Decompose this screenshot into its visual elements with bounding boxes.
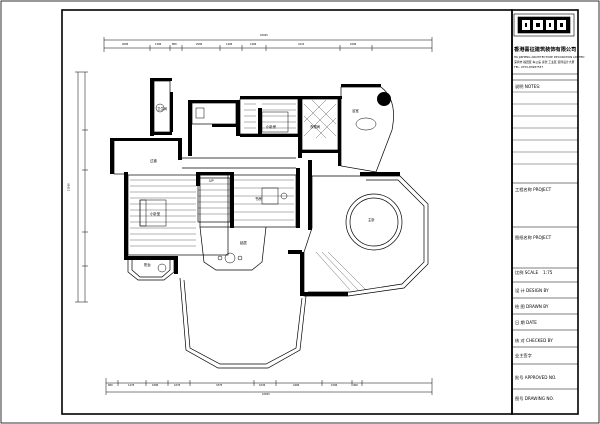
drawn-label: 绘 图 DRAWN BY — [515, 304, 549, 309]
dim-bottom-seg-2: 1470 — [128, 384, 135, 387]
room-label-living: 起居 — [240, 241, 247, 245]
dim-bottom-seg-6: 1030 — [259, 384, 266, 387]
furniture — [139, 103, 377, 273]
dimension-lines — [75, 37, 433, 395]
dim-left-total: 11500 — [67, 183, 71, 192]
room-label-bedroom-b: 小卧房 — [266, 125, 277, 129]
dim-top-seg-1: 2600 — [122, 43, 129, 46]
room-label-master: 主卧 — [368, 218, 375, 222]
dim-bottom-total: 16025 — [262, 393, 270, 396]
drawing-no-label: 图号 DRAWING NO. — [515, 396, 554, 401]
approved-label: 批号 APPROVED NO. — [515, 375, 557, 380]
room-label-bedroom-a: 小卧室 — [150, 212, 161, 216]
dim-bottom-seg-5: 3370 — [216, 384, 223, 387]
dim-top-seg-5: 1400 — [226, 43, 233, 46]
tile-grid — [303, 99, 337, 139]
room-label-closet: 衣帽间 — [310, 125, 321, 129]
basin — [155, 103, 165, 113]
chair-a — [217, 255, 223, 261]
floor-hatching — [130, 103, 367, 291]
company-logo — [513, 13, 575, 37]
room-label-study: 书房 — [255, 197, 262, 201]
date-label: 日 期 DATE — [515, 320, 537, 325]
outline-walls — [113, 80, 429, 369]
dim-bottom-seg-7: 2400 — [293, 384, 300, 387]
owner-sign-label: 业主签字 — [515, 353, 532, 358]
drawing-name-label: 图纸名称 PROJECT — [515, 235, 552, 240]
notes-ruled-lines — [512, 91, 578, 165]
dim-top-seg-3: 800 — [172, 43, 177, 46]
wc — [195, 107, 205, 119]
notes-label: 说明 NOTES: — [515, 84, 541, 89]
company-address: 深圳市 福田区 车公庙 泰然 工业区 装饰设计大厦 — [514, 60, 575, 64]
chair — [280, 192, 288, 200]
dim-bottom-seg-9: 400 — [353, 384, 358, 387]
dim-bottom-seg-1: 600 — [108, 384, 113, 387]
room-label-toilet: 卫生间 — [157, 107, 168, 111]
dim-bottom-seg-3: 1080 — [152, 384, 159, 387]
black-dot — [377, 92, 391, 106]
room-label-stair: UP — [209, 179, 214, 183]
walls — [110, 78, 400, 296]
dim-bottom-seg-4: 1070 — [174, 384, 181, 387]
design-label: 设 计 DESIGN BY — [515, 288, 549, 293]
dim-top-seg-4: 2500 — [196, 43, 203, 46]
company-name-en: HK JIZHENG ARCHITECTURE DECORATION LIMIT… — [514, 55, 585, 59]
scale-label: 比例 SCALE — [515, 270, 539, 275]
checked-label: 核 对 CHECKED BY — [515, 338, 553, 343]
dim-top-seg-8: 1600 — [350, 43, 357, 46]
room-label-bath: 浴室 — [352, 109, 359, 113]
scale-value: 1:75 — [543, 270, 553, 275]
bathtub — [355, 117, 377, 131]
room-label-hall: 过道 — [150, 159, 157, 163]
company-name: 香港喜征建筑装饰有限公司 — [514, 47, 577, 53]
round-table — [224, 252, 236, 264]
dim-top-total: 16025 — [260, 34, 268, 37]
project-label: 工程名称 PROJECT — [515, 187, 552, 192]
room-label-balcony: 阳台 — [144, 263, 151, 267]
title-block-frame — [511, 9, 579, 415]
chair-b — [237, 255, 243, 261]
company-phone: TEL: 0755-83987557 — [514, 65, 544, 69]
title-block-rules — [512, 73, 578, 390]
desk — [261, 187, 279, 205]
dim-top-seg-6: 1460 — [250, 43, 257, 46]
dim-top-seg-7: 4115 — [298, 43, 305, 46]
bed-small — [261, 111, 289, 133]
dim-bottom-seg-8: 1500 — [331, 384, 338, 387]
dim-top-seg-2: 1300 — [155, 43, 162, 46]
table-round-b — [157, 263, 167, 273]
